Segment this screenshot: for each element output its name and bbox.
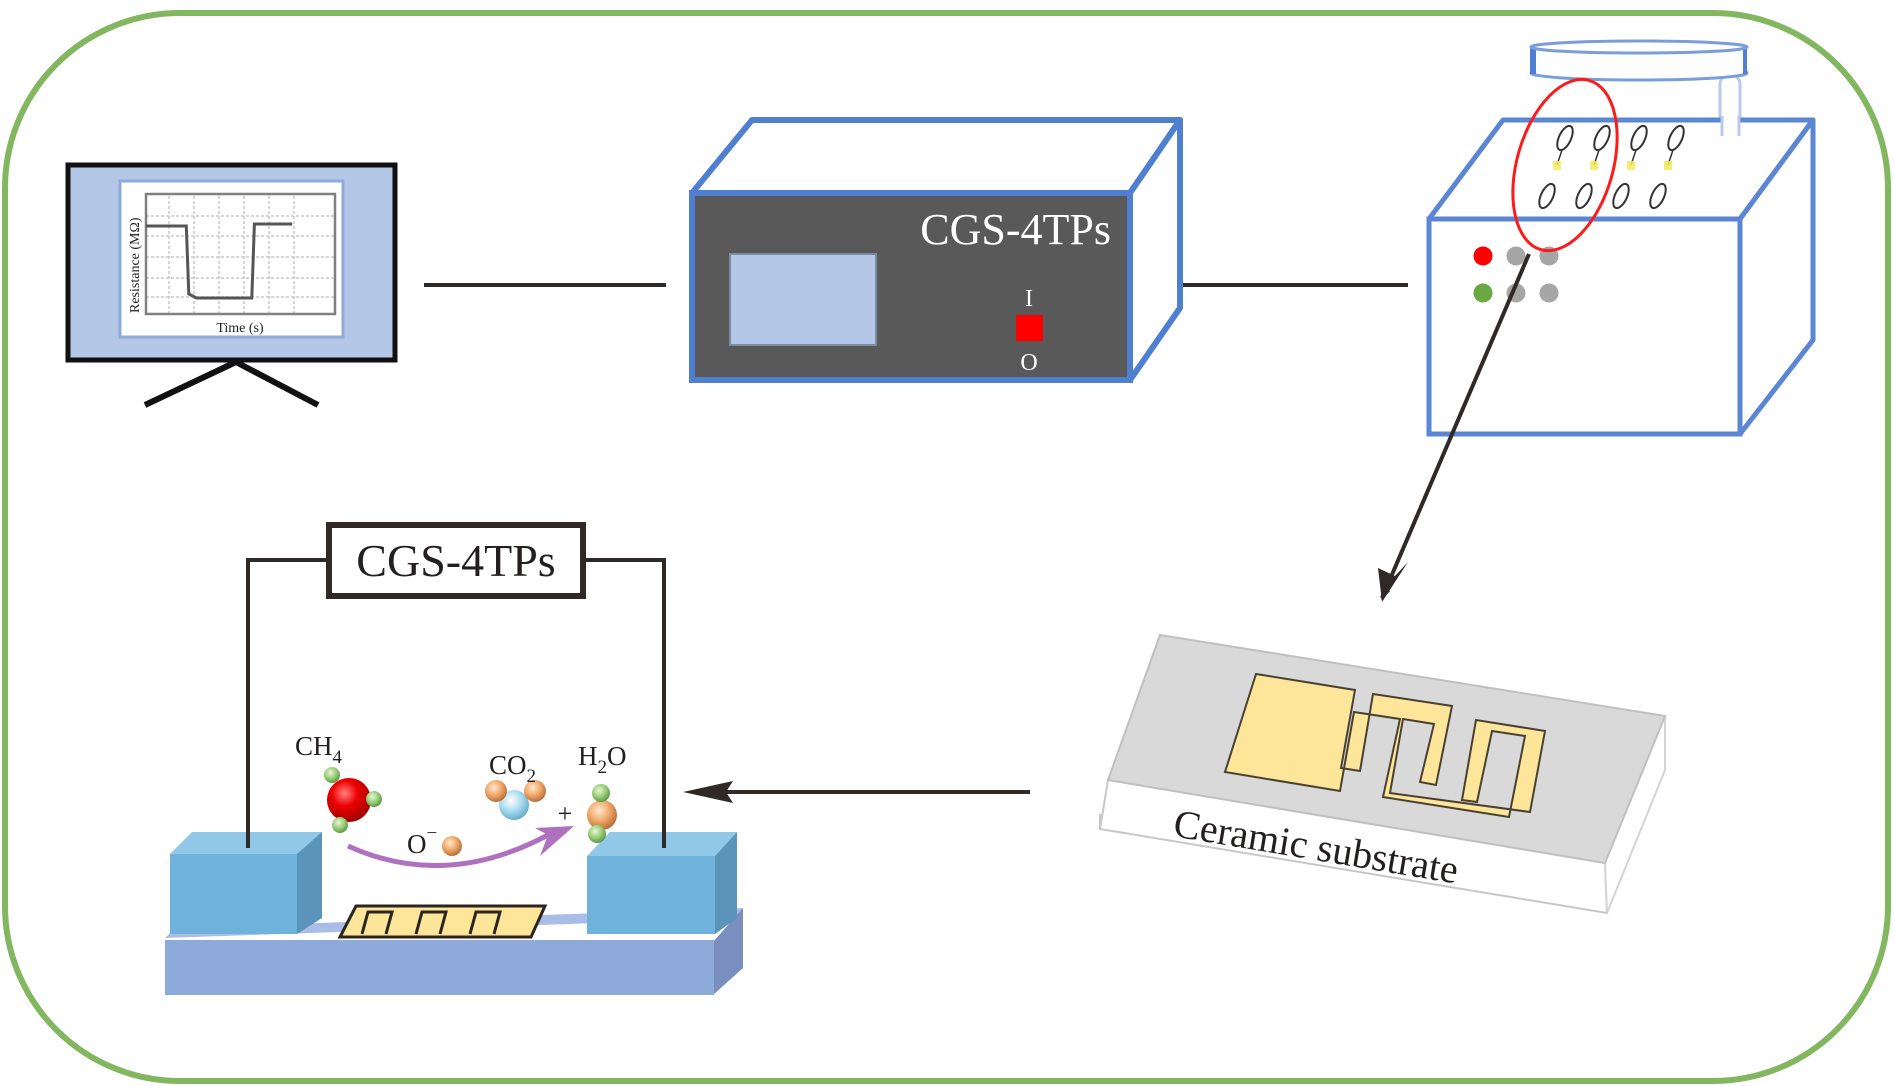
meter-box-label: CGS-4TPs bbox=[356, 535, 555, 586]
plot-resistance-curve bbox=[146, 222, 293, 300]
chamber-front-face bbox=[1426, 216, 1743, 437]
plot-xlabel: Time (s) bbox=[216, 321, 264, 336]
lid-post-mask bbox=[1722, 116, 1739, 136]
analyzer-display[interactable] bbox=[729, 253, 877, 346]
right-pad-side bbox=[715, 832, 737, 934]
arrow-chamber-to-substrate bbox=[1380, 253, 1531, 600]
sensor-element[interactable] bbox=[1536, 124, 1576, 211]
reaction-arrowhead bbox=[535, 826, 574, 856]
monitor-plot-panel bbox=[118, 179, 345, 339]
indicator-light-green bbox=[1473, 283, 1493, 303]
sensor-schematic: CGS-4TPs CH4 O− CO2 + H2O bbox=[165, 522, 743, 995]
monitor-stand-left bbox=[143, 359, 238, 408]
sensor-element[interactable] bbox=[1573, 124, 1613, 211]
indicator-light-gray bbox=[1506, 246, 1526, 266]
electrode-pattern bbox=[360, 910, 502, 935]
ch4-label: CH4 bbox=[295, 731, 343, 768]
circuit-wire-right bbox=[584, 558, 666, 848]
co2-label: CO2 bbox=[489, 750, 536, 787]
oxygen-ion-label: O− bbox=[407, 823, 437, 859]
left-pad-front[interactable] bbox=[170, 854, 297, 934]
plus-sign: + bbox=[558, 799, 573, 828]
monitor-stand-right bbox=[234, 359, 320, 408]
meter-box bbox=[326, 522, 586, 599]
arrowhead-diagonal bbox=[1378, 562, 1408, 602]
ch4-molecule bbox=[324, 767, 382, 833]
indicator-lights bbox=[1473, 246, 1559, 303]
sensor-array bbox=[1536, 124, 1687, 211]
plot-axes-box bbox=[144, 192, 337, 316]
circuit-wire-left bbox=[246, 558, 330, 848]
arrowhead-horizontal bbox=[683, 781, 733, 803]
plot-grid bbox=[146, 196, 335, 314]
sensor-element[interactable] bbox=[1647, 124, 1687, 211]
indicator-light-gray bbox=[1539, 283, 1559, 303]
power-switch-on-label: I bbox=[1025, 286, 1033, 312]
analyzer-label: CGS-4TPs bbox=[920, 205, 1111, 254]
outer-frame bbox=[2, 10, 1891, 1084]
power-switch-off-label: O bbox=[1020, 350, 1037, 376]
interdigital-electrode[interactable] bbox=[1223, 672, 1547, 819]
left-pad-side bbox=[297, 832, 322, 934]
h2o-label: H2O bbox=[578, 741, 627, 778]
indicator-light-red bbox=[1473, 246, 1493, 266]
base-plate-front bbox=[165, 940, 714, 995]
base-plate-side bbox=[713, 908, 743, 995]
reaction-arrow bbox=[346, 832, 550, 869]
sensor-element[interactable] bbox=[1610, 124, 1650, 211]
analyzer-top-face bbox=[689, 117, 1183, 196]
analyzer-unit: CGS-4TPs I O bbox=[689, 117, 1183, 383]
chamber-lid-top bbox=[1529, 39, 1749, 55]
highlight-ellipse bbox=[1511, 77, 1619, 253]
test-chamber bbox=[1426, 39, 1816, 437]
plot-ylabel: Resistance (MΩ) bbox=[128, 217, 143, 313]
co2-molecule bbox=[485, 780, 546, 820]
right-pad-front[interactable] bbox=[587, 856, 715, 934]
power-switch[interactable] bbox=[1016, 315, 1043, 341]
monitor: Resistance (MΩ) Time (s) bbox=[65, 162, 398, 408]
oxygen-ion bbox=[442, 836, 462, 856]
h2o-molecule bbox=[587, 784, 617, 843]
ceramic-substrate: Ceramic substrate bbox=[1098, 633, 1667, 915]
